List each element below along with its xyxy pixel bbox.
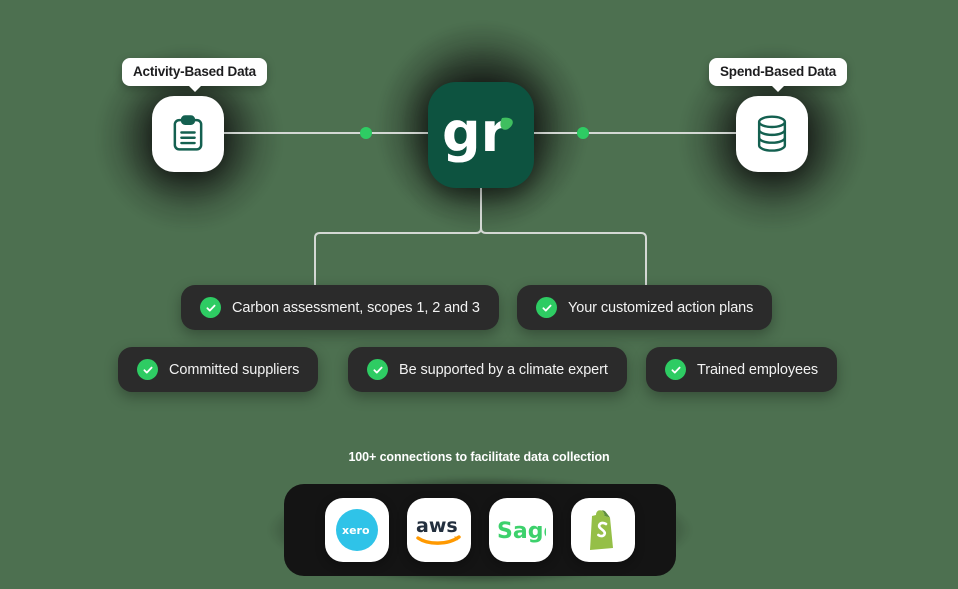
- spend-data-icon-tile[interactable]: [736, 96, 808, 172]
- leaf-icon: [500, 117, 513, 130]
- brand-tile-xero[interactable]: xero: [325, 498, 389, 562]
- feature-pill-trained-employees[interactable]: Trained employees: [646, 347, 838, 392]
- logo-text: gr: [442, 104, 508, 164]
- check-circle-icon: [367, 359, 388, 380]
- feature-label: Committed suppliers: [169, 361, 300, 378]
- connections-label: 100+ connections to facilitate data coll…: [348, 450, 610, 464]
- xero-icon: xero: [336, 509, 378, 551]
- activity-data-badge: Activity-Based Data: [122, 58, 267, 86]
- feature-pill-committed-suppliers[interactable]: Committed suppliers: [118, 347, 319, 392]
- feature-label: Your customized action plans: [568, 299, 754, 316]
- brand-tile-aws[interactable]: aws: [407, 498, 471, 562]
- check-circle-icon: [536, 297, 557, 318]
- shopify-icon: [590, 510, 613, 550]
- clipboard-icon: [173, 115, 203, 151]
- greenly-logo: gr: [442, 104, 513, 164]
- feature-label: Trained employees: [697, 361, 819, 378]
- svg-text:aws: aws: [416, 515, 458, 537]
- integration-logo-strip: xero aws Sage: [284, 484, 676, 576]
- feature-pill-action-plans[interactable]: Your customized action plans: [517, 285, 773, 330]
- check-circle-icon: [665, 359, 686, 380]
- feature-pill-carbon-assessment[interactable]: Carbon assessment, scopes 1, 2 and 3: [181, 285, 499, 330]
- spend-data-badge: Spend-Based Data: [709, 58, 848, 86]
- greenly-logo-tile[interactable]: gr: [428, 82, 534, 188]
- check-circle-icon: [137, 359, 158, 380]
- brand-tile-shopify[interactable]: [571, 498, 635, 562]
- check-circle-icon: [200, 297, 221, 318]
- svg-text:xero: xero: [342, 524, 370, 537]
- feature-label: Be supported by a climate expert: [399, 361, 608, 378]
- aws-icon: aws: [416, 515, 461, 545]
- feature-label: Carbon assessment, scopes 1, 2 and 3: [232, 299, 480, 316]
- sage-icon: Sage: [497, 519, 546, 544]
- database-icon: [757, 115, 787, 152]
- svg-text:Sage: Sage: [497, 519, 546, 544]
- feature-pill-climate-expert[interactable]: Be supported by a climate expert: [348, 347, 627, 392]
- activity-data-icon-tile[interactable]: [152, 96, 224, 172]
- brand-tile-sage[interactable]: Sage: [489, 498, 553, 562]
